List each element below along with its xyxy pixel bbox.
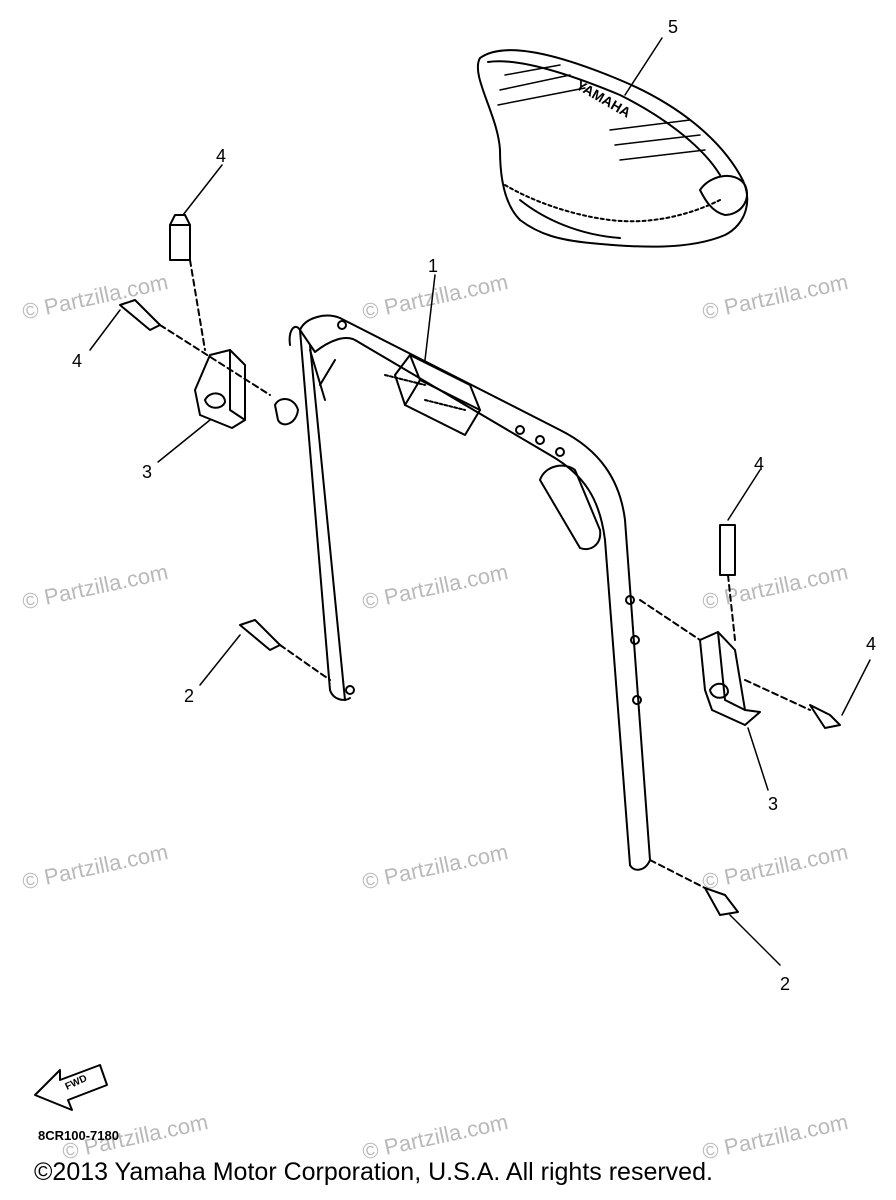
seat-part <box>476 49 749 248</box>
seat-brand-text: YAMAHA <box>574 77 634 121</box>
callout-4: 4 <box>216 146 226 166</box>
callout-3: 3 <box>142 462 152 482</box>
handle-frame-part <box>288 314 651 871</box>
fwd-label: FWD <box>64 1073 89 1093</box>
diagram-code: 8CR100-7180 <box>38 1128 119 1143</box>
callout-4: 4 <box>72 351 82 371</box>
callout-5: 5 <box>668 17 678 37</box>
callout-2: 2 <box>780 974 790 994</box>
callout-4: 4 <box>754 454 764 474</box>
callout-4: 4 <box>866 634 876 654</box>
fwd-arrow-icon <box>34 1064 108 1111</box>
bracket-right-part <box>699 631 761 726</box>
callout-1: 1 <box>428 256 438 276</box>
callout-3: 3 <box>768 794 778 814</box>
callout-2: 2 <box>184 686 194 706</box>
leader-lines <box>89 37 871 966</box>
bolt-parts <box>119 214 841 916</box>
bracket-left-part <box>194 349 299 429</box>
copyright-text: ©2013 Yamaha Motor Corporation, U.S.A. A… <box>34 1158 713 1186</box>
